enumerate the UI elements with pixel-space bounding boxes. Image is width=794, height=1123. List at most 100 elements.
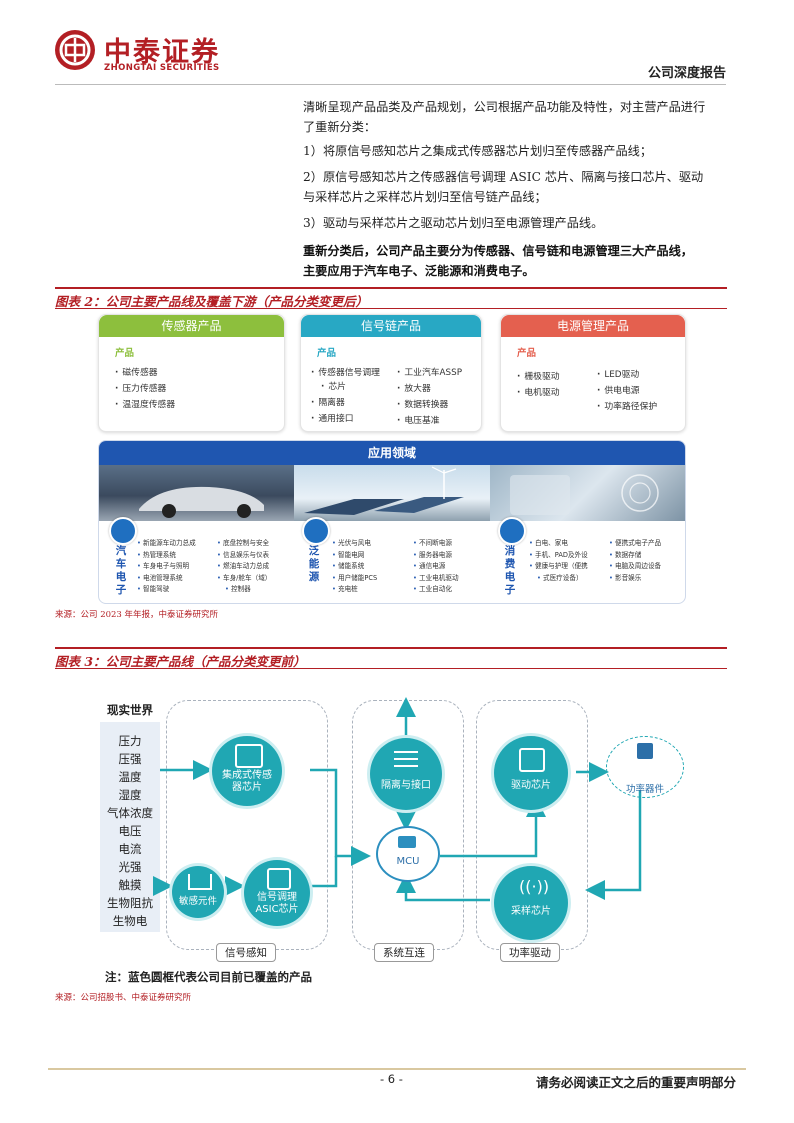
card-subheading: 产品: [517, 348, 537, 359]
driver-chip-node: 驱动芯片: [494, 736, 568, 810]
group-label: 系统互连: [374, 943, 434, 962]
card-item: 压力传感器: [115, 381, 166, 394]
node-label: 集成式传感 器芯片: [222, 770, 272, 793]
card-item: LED驱动: [597, 367, 639, 380]
world-item: 气体浓度: [107, 806, 153, 820]
app-item: 智能驾驶: [137, 585, 169, 593]
card-item: 电机驱动: [517, 385, 559, 398]
world-item: 温度: [118, 770, 142, 784]
card-subheading: 产品: [317, 348, 337, 359]
world-item: 电压: [118, 824, 142, 838]
mcu-node: MCU: [376, 826, 440, 882]
integrated-sensor-node: 集成式传感 器芯片: [212, 736, 282, 806]
app-label-automotive: 汽车电子: [115, 545, 127, 596]
paragraph-line: 清晰呈现产品品类及产品规划，公司根据产品功能及特性，对主营产品进行: [303, 100, 706, 114]
energy-photo: [294, 465, 490, 521]
world-item: 压力: [118, 734, 142, 748]
consumer-electronics-photo: [490, 465, 685, 521]
group-label: 信号感知: [216, 943, 276, 962]
app-item: 储能系统: [332, 562, 364, 570]
flow-connectors: [153, 697, 642, 902]
node-label: 隔离与接口: [381, 780, 431, 791]
app-item: 充电桩: [332, 585, 358, 593]
card-heading: 信号链产品: [301, 315, 481, 337]
paragraph-line: 2）原信号感知芯片之传感器信号调理 ASIC 芯片、隔离与接口芯片、驱动: [303, 170, 704, 184]
app-item: 信息娱乐与仪表: [217, 551, 269, 559]
logo-text-cn: 中泰证券: [104, 37, 220, 68]
page-number: - 6 -: [380, 1072, 403, 1086]
paragraph-line: 了重新分类：: [303, 120, 377, 134]
node-label: 敏感元件: [178, 896, 217, 907]
app-item: 白电、家电: [529, 539, 568, 547]
app-item: 手机、PAD及外设: [529, 551, 588, 559]
app-item: 工业电机驱动: [413, 574, 459, 582]
app-item: 燃油车动力总成: [217, 562, 269, 570]
app-item: 光伏与风电: [332, 539, 371, 547]
sliders-icon: [394, 748, 418, 768]
card-item: 通用接口: [311, 411, 353, 424]
card-item: 供电电源: [597, 383, 639, 396]
paragraph-line-bold: 主要应用于汽车电子、泛能源和消费电子。: [303, 264, 535, 278]
world-item: 压强: [118, 752, 142, 766]
application-panel: 应用领域 汽车电子 新能源车动力总成 热管理系统 车身电子与照明 电池管理系统 …: [98, 440, 686, 604]
app-item: 工业自动化: [413, 585, 452, 593]
card-item: 工业汽车ASSP: [397, 365, 462, 378]
world-item: 触摸: [118, 878, 142, 892]
power-device-node: 功率器件: [606, 736, 684, 798]
sensitive-element-node: 敏感元件: [172, 866, 224, 918]
world-item: 光强: [118, 860, 142, 874]
app-label-consumer: 消费电子: [504, 545, 516, 596]
signal-chain-product-card: 信号链产品 产品 传感器信号调理 芯片 隔离器 通用接口 工业汽车ASSP 放大…: [300, 314, 482, 432]
world-item: 湿度: [118, 788, 142, 802]
node-label: MCU: [396, 856, 420, 867]
energy-list-1: 光伏与风电 智能电网 储能系统 用户储能PCS 充电桩: [332, 538, 377, 596]
app-item: 影音娱乐: [609, 574, 641, 582]
chip-icon: [398, 836, 416, 848]
card-item: 隔离器: [311, 395, 344, 408]
app-item: 通信电源: [413, 562, 445, 570]
card-item: 数据转换器: [397, 397, 448, 410]
isolation-interface-node: 隔离与接口: [370, 738, 442, 810]
real-world-title: 现实世界: [107, 703, 153, 717]
real-world-box: 压力 压强 温度 湿度 气体浓度 电压 电流 光强 触摸 生物阻抗 生物电: [100, 722, 160, 932]
app-item-cont: 式医疗设备）: [529, 574, 583, 582]
figure-3-source: 来源：公司招股书、中泰证券研究所: [55, 993, 192, 1003]
card-subheading: 产品: [115, 348, 135, 359]
figure-rule: [55, 647, 727, 649]
card-heading: 传感器产品: [99, 315, 284, 337]
figure-rule: [55, 668, 727, 669]
figure-3-title: 图表 3：公司主要产品线（产品分类变更前）: [55, 654, 306, 669]
footer-disclaimer: 请务必阅读正文之后的重要声明部分: [535, 1075, 736, 1090]
company-logo-icon: [55, 30, 95, 70]
signal-icon: ((·)): [519, 877, 550, 896]
sampling-chip-node: ((·)) 采样芯片: [494, 866, 568, 940]
card-item: 传感器信号调理: [311, 365, 380, 378]
automotive-photo: [99, 465, 294, 521]
app-item: 健康与护理（便携: [529, 562, 588, 570]
app-item: 服务器电源: [413, 551, 452, 559]
app-item-cont: 控制器: [217, 585, 251, 593]
paragraph-line: 1）将原信号感知芯片之集成式传感器芯片划归至传感器产品线；: [303, 144, 653, 158]
consumer-list-1: 白电、家电 手机、PAD及外设 健康与护理（便携 式医疗设备）: [529, 538, 588, 584]
sensor-product-card: 传感器产品 产品 磁传感器 压力传感器 温湿度传感器: [98, 314, 285, 432]
chip-icon: [267, 868, 291, 890]
group-label: 功率驱动: [500, 943, 560, 962]
card-item: 电压基准: [397, 413, 439, 426]
app-item: 新能源车动力总成: [137, 539, 196, 547]
footer-divider: [48, 1068, 746, 1070]
energy-list-2: 不间断电源 服务器电源 通信电源 工业电机驱动 工业自动化: [413, 538, 459, 596]
automotive-list-2: 底盘控制与安全 信息娱乐与仪表 燃油车动力总成 车身/舱车（域） 控制器: [217, 538, 271, 596]
card-item: 温湿度传感器: [115, 397, 175, 410]
automotive-list-1: 新能源车动力总成 热管理系统 车身电子与照明 电池管理系统 智能驾驶: [137, 538, 196, 596]
logo-text-en: ZHONGTAI SECURITIES: [104, 63, 220, 73]
paragraph-line: 与采样芯片之采样芯片划归至信号链产品线；: [303, 190, 547, 204]
card-item: 放大器: [397, 381, 430, 394]
node-label: 采样芯片: [511, 906, 551, 917]
card-heading: 电源管理产品: [501, 315, 685, 337]
app-item: 电脑及周边设备: [609, 562, 661, 570]
phone-icon: [498, 517, 526, 545]
app-item: 不间断电源: [413, 539, 452, 547]
car-icon: [109, 517, 137, 545]
card-item: 栅极驱动: [517, 369, 559, 382]
figure-2-title: 图表 2：公司主要产品线及覆盖下游（产品分类变更后）: [55, 294, 369, 309]
